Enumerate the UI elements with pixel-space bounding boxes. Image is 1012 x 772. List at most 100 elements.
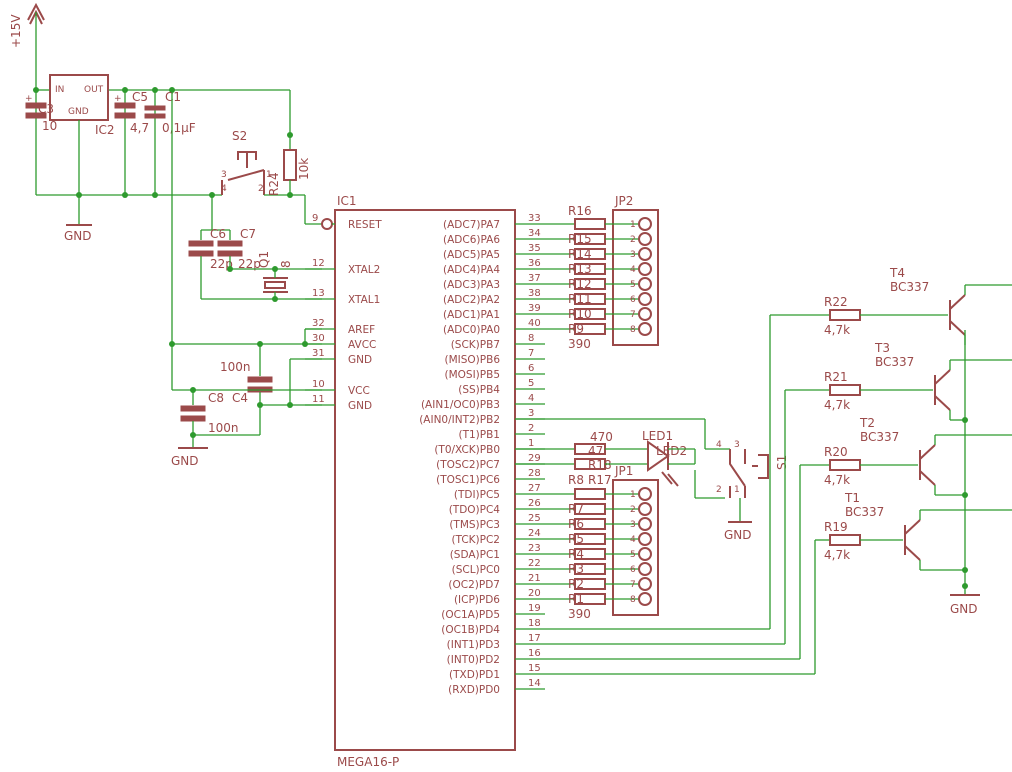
mcu-pin-name: (T1)PB1 — [458, 429, 500, 441]
jp2-pin-num: 7 — [630, 310, 636, 320]
led-r18: R18 — [588, 458, 612, 472]
supply-section: +15V IN OUT GND IC2 GND + C3 10 — [9, 2, 291, 390]
resistor-name: R19 — [824, 520, 848, 534]
r24-resistor — [283, 149, 297, 181]
mcu-pin-name: (TOSC2)PC7 — [436, 459, 500, 471]
c8-value: 100n — [208, 421, 239, 435]
mcu-pin-num: 37 — [528, 273, 541, 284]
jp2-resistor-first: R16 — [568, 204, 592, 218]
mcu-pin-name: GND — [348, 354, 372, 366]
mcu-pin-name: (T0/XCK)PB0 — [434, 444, 500, 456]
mcu-name: IC1 — [337, 194, 357, 208]
mcu-pin-name: (TDO)PC4 — [449, 504, 501, 516]
c8-name: C8 — [208, 391, 224, 405]
regulator-out-label: OUT — [84, 85, 104, 95]
mcu-pin-num: 10 — [312, 379, 325, 390]
c3-name: C3 — [38, 102, 54, 116]
mcu-pin-num: 40 — [528, 318, 541, 329]
quartz-value: 8 — [279, 260, 293, 268]
transistor-type: BC337 — [890, 280, 929, 294]
mcu-pin-num: 17 — [528, 633, 541, 644]
jp1-resistor-label: R6 — [568, 517, 584, 531]
jp2-pin-num: 1 — [630, 220, 636, 230]
jp2-pin-num: 4 — [630, 265, 636, 275]
base-resistor — [829, 534, 861, 546]
decoupling-section: 100n C4 C8 100n GND — [169, 328, 322, 468]
jp2-pin-icon — [638, 307, 652, 321]
jp1-pin-icon — [638, 547, 652, 561]
resistor-name: R22 — [824, 295, 848, 309]
regulator-in-label: IN — [55, 85, 64, 95]
mcu-pin-num: 9 — [312, 213, 318, 224]
jp2-pin-icon — [638, 232, 652, 246]
svg-text:+: + — [114, 94, 122, 104]
mcu-pin-num: 15 — [528, 663, 541, 674]
mcu-pin-num: 35 — [528, 243, 541, 254]
mcu-pin-num: 24 — [528, 528, 541, 539]
mcu-pin-name: (ADC6)PA6 — [443, 234, 500, 246]
mcu-pin-name: (RXD)PD0 — [448, 684, 500, 696]
mcu-pin-name: (ICP)PD6 — [454, 594, 500, 606]
mcu-pin-name: AVCC — [348, 339, 376, 351]
c4-name: C4 — [232, 391, 248, 405]
mcu-pin-name: (TOSC1)PC6 — [436, 474, 500, 486]
jp2-pin-num: 6 — [630, 295, 636, 305]
jp2-name: JP2 — [614, 194, 633, 208]
jp1-pin-num: 7 — [630, 580, 636, 590]
resistor-value: 4,7k — [824, 323, 850, 337]
mcu-pin-num: 12 — [312, 258, 325, 269]
resistor-value: 4,7k — [824, 473, 850, 487]
mcu-pin-num: 31 — [312, 348, 325, 359]
c5-name: C5 — [132, 90, 148, 104]
mcu-pin-name: (MISO)PB6 — [445, 354, 501, 366]
transistor-drivers: R224,7kT4BC337R214,7kT3BC337R204,7kT2BC3… — [545, 266, 1012, 675]
mcu-pin-name: GND — [348, 400, 372, 412]
mcu-pin-num: 23 — [528, 543, 541, 554]
mcu-pin-name: (MOSI)PB5 — [445, 369, 501, 381]
mcu-pin-name: (ADC1)PA1 — [443, 309, 500, 321]
mcu-left-pins: 9RESET12XTAL213XTAL132AREF30AVCC31GND10V… — [305, 213, 382, 412]
mcu-pin-num: 34 — [528, 228, 541, 239]
mcu-pin-num: 21 — [528, 573, 541, 584]
s2-pin-1: 1 — [266, 170, 272, 180]
mcu-pin-name: (INT0)PD2 — [447, 654, 500, 666]
jp1-name: JP1 — [614, 464, 633, 478]
resistor-name: R20 — [824, 445, 848, 459]
jp2-pin-icon — [638, 322, 652, 336]
jp1-value: 390 — [568, 607, 591, 621]
mcu-pin-name: (SCK)PB7 — [451, 339, 500, 351]
jp1-pin-num: 5 — [630, 550, 636, 560]
jp2-resistor-label: R13 — [568, 262, 592, 276]
mcu-pin-name: (AIN0/INT2)PB2 — [419, 414, 500, 426]
mcu-pin-num: 30 — [312, 333, 325, 344]
s2-name: S2 — [232, 129, 247, 143]
mcu-pin-num: 20 — [528, 588, 541, 599]
c7-name: C7 — [240, 227, 256, 241]
c5-value: 4,7 — [130, 121, 149, 135]
transistor-name: T3 — [874, 341, 890, 355]
jp2-header — [612, 209, 659, 346]
transistor-name: T4 — [889, 266, 905, 280]
c6-value: 22p — [210, 257, 233, 271]
r24-name: R24 — [267, 172, 281, 196]
jp1-pin-num: 6 — [630, 565, 636, 575]
gnd-label-2: GND — [171, 454, 199, 468]
jp1-resistor — [574, 488, 606, 500]
c7-value: 22p — [238, 257, 261, 271]
c1-value: 0,1µF — [162, 121, 196, 135]
mcu-pin-num: 18 — [528, 618, 541, 629]
output-gnd: GND — [950, 330, 980, 616]
jp1-pin-icon — [638, 562, 652, 576]
jp1-pin-icon — [638, 487, 652, 501]
transistor-type: BC337 — [845, 505, 884, 519]
jp1-resistor-label: R7 — [568, 502, 584, 516]
mcu-pin-num: 26 — [528, 498, 541, 509]
jp2-resistor-label: R10 — [568, 307, 592, 321]
jp2-pin-icon — [638, 217, 652, 231]
mcu-pin-name: AREF — [348, 324, 375, 336]
regulator-name: IC2 — [95, 123, 115, 137]
mcu-body — [334, 209, 516, 751]
c4-value: 100n — [220, 360, 251, 374]
